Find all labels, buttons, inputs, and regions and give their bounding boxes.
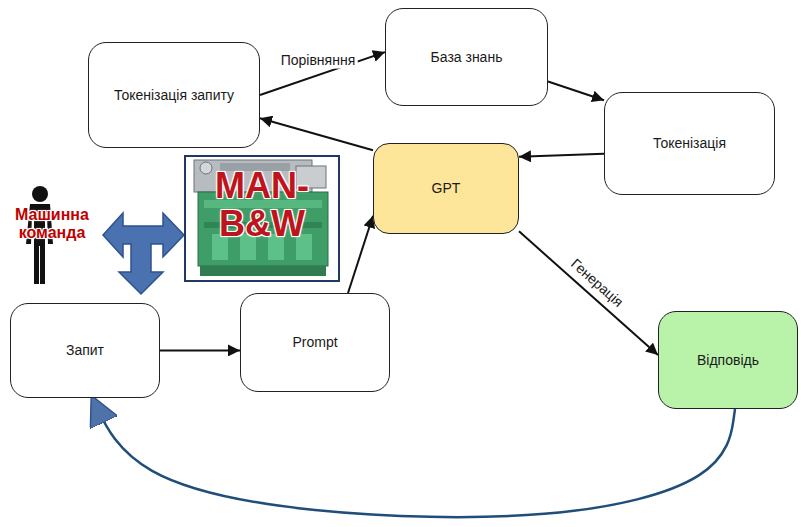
flow-arrow — [519, 231, 658, 355]
box-text: GPT — [432, 180, 461, 197]
engine-picture-box: MAN-B&W — [184, 155, 340, 282]
flow-arrow — [93, 398, 736, 517]
role-label: Машинна команда — [0, 206, 104, 243]
prompt-box: Prompt — [240, 293, 390, 392]
box-text: Токенізація — [653, 135, 726, 152]
flow-arrow — [519, 154, 604, 157]
output-box: Відповідь — [658, 311, 798, 409]
process-box: Токенізація запиту — [88, 42, 260, 148]
edge-label: Генерація — [566, 255, 628, 313]
t-arrow — [103, 213, 184, 294]
box-text: Токенізація запиту — [114, 87, 234, 104]
flow-arrow — [548, 82, 604, 101]
flow-arrow — [348, 216, 373, 293]
box-text: Prompt — [292, 334, 337, 351]
box-text: База знань — [431, 49, 503, 66]
flow-arrow — [260, 52, 385, 95]
box-text: Відповідь — [697, 352, 759, 369]
process-box: Токенізація — [604, 92, 775, 195]
engine-picture — [194, 160, 328, 276]
flow-arrow — [160, 349, 240, 351]
knowledge-box: База знань — [385, 8, 548, 106]
flow-arrow — [260, 118, 373, 150]
box-text: Запит — [66, 342, 104, 359]
picture-title: MAN-B&W — [206, 167, 318, 243]
edge-label: Порівняння — [279, 52, 358, 69]
input-box: Запит — [10, 303, 160, 398]
model-box: GPT — [373, 143, 519, 234]
